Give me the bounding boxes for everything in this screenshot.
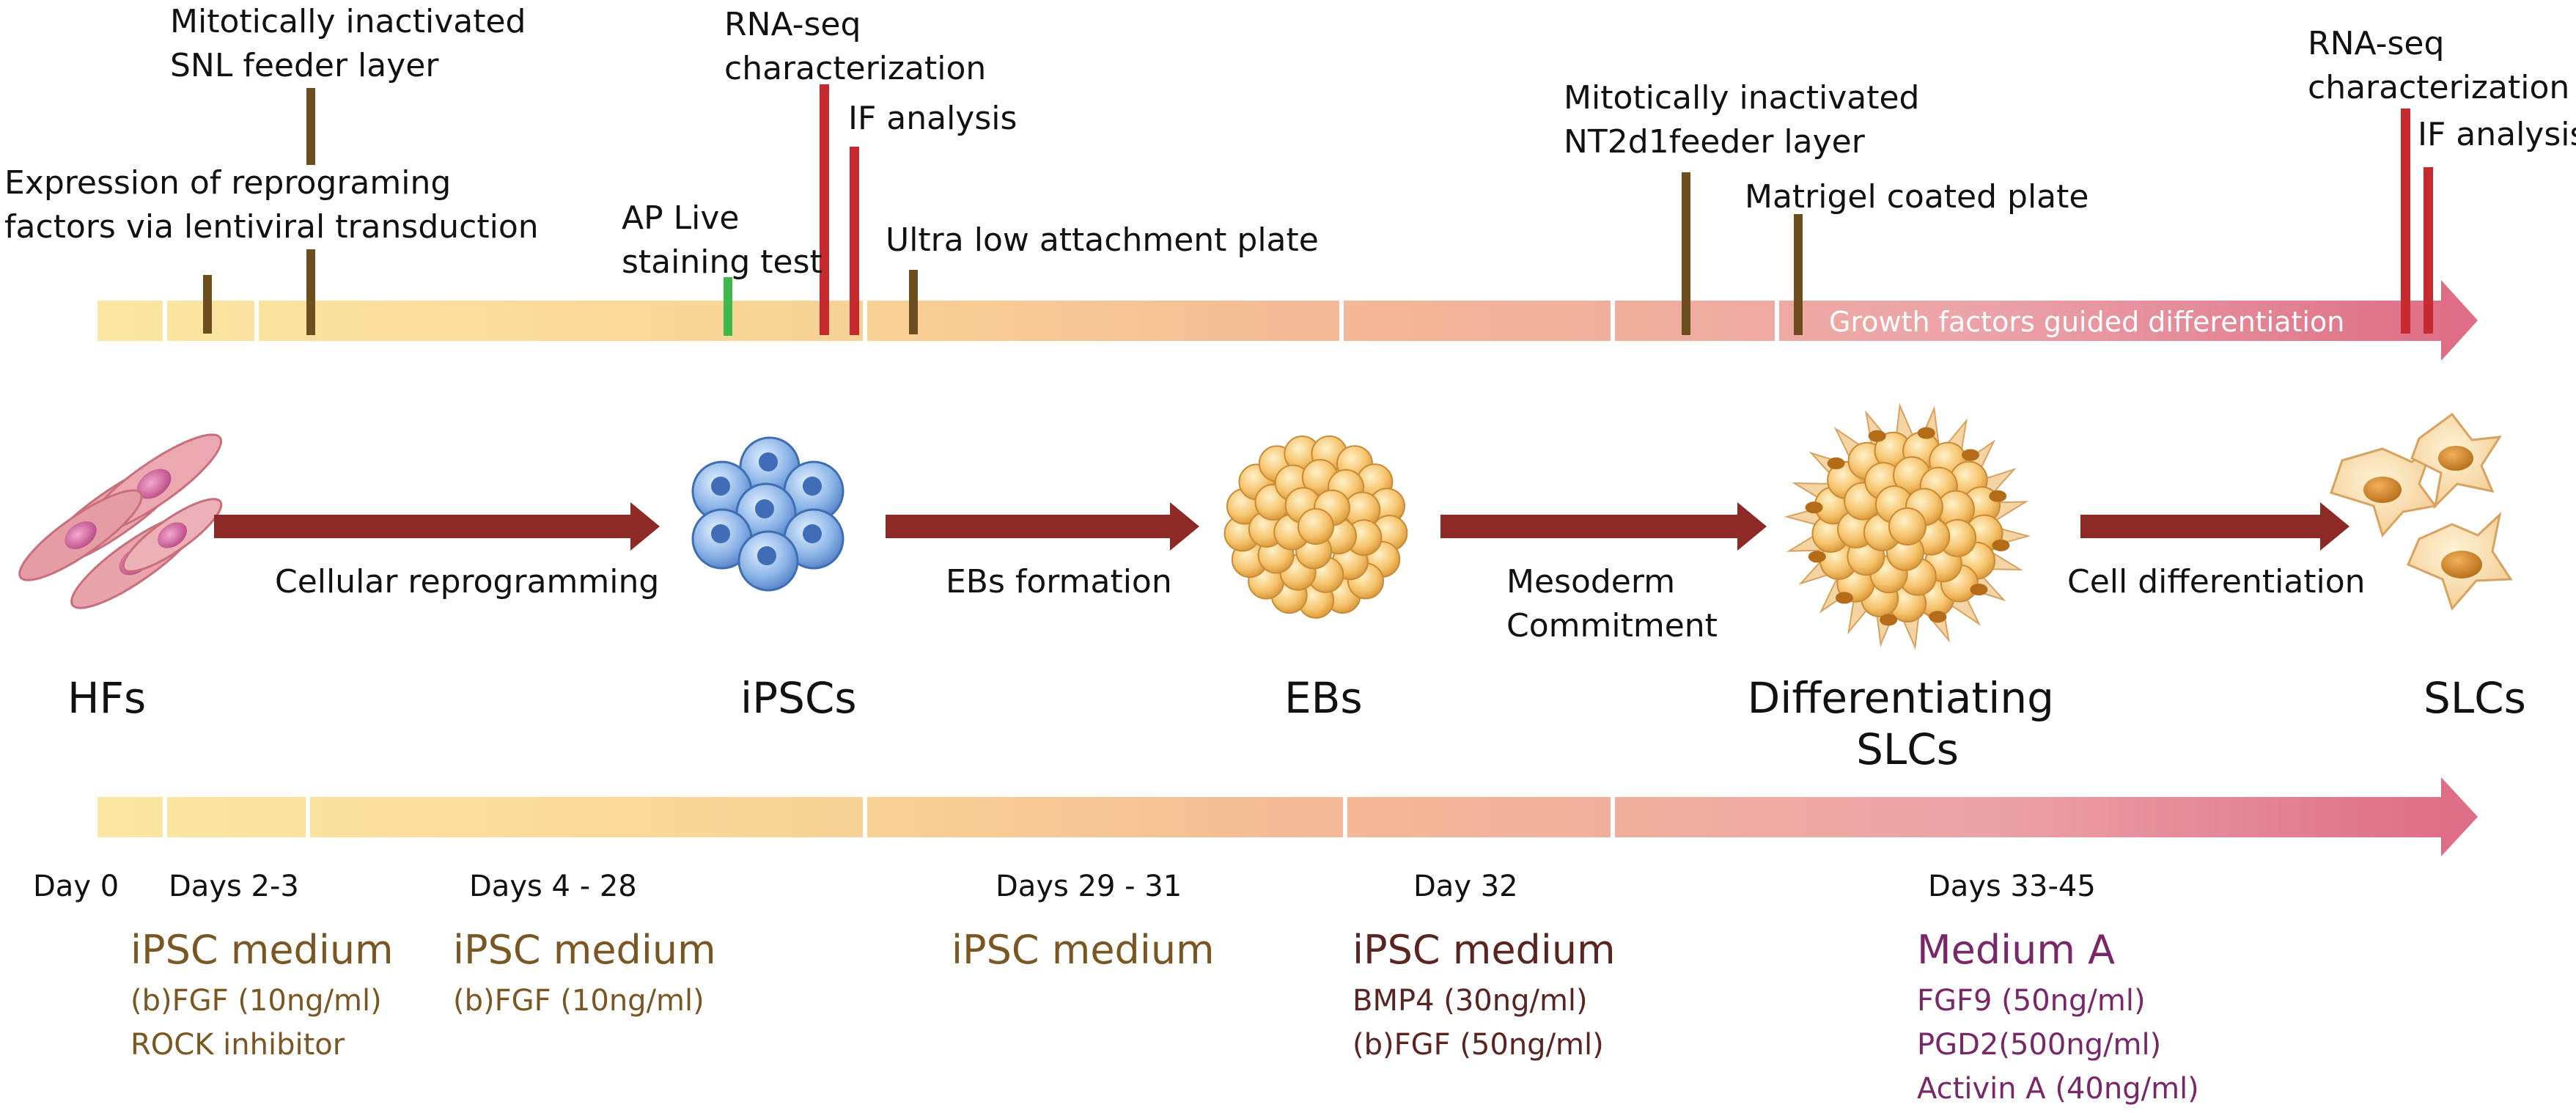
rnaseq-marker-2 [2401, 109, 2410, 334]
mesoderm-label: Mesoderm Commitment [1506, 563, 1718, 644]
medium-4: iPSC medium BMP4 (30ng/ml) (b)FGF (50ng/… [1353, 927, 1616, 1062]
cell-blob [1888, 507, 1927, 546]
stage-ebs: EBs [1284, 673, 1363, 723]
cell-nucleus [1970, 584, 1988, 596]
cell-nucleus [1929, 611, 1947, 623]
transduction-marker [203, 275, 212, 334]
nt2d1-feeder-annotation: Mitotically inactivated NT2d1feeder laye… [1564, 79, 1929, 161]
days-2-3-label: Days 2-3 [169, 870, 299, 903]
medium-5-item: Activin A (40ng/ml) [1917, 1072, 2199, 1106]
day-32-label: Day 32 [1413, 870, 1518, 903]
cell-nucleus [1917, 427, 1935, 439]
cell-nucleus [1962, 449, 1980, 461]
medium-4-item: BMP4 (30ng/ml) [1353, 984, 1588, 1018]
matrigel-annotation: Matrigel coated plate [1745, 178, 2089, 216]
matrigel-marker [1794, 214, 1803, 335]
stage-hfs: HFs [67, 673, 146, 723]
medium-3: iPSC medium [952, 927, 1215, 973]
medium-5-item: PGD2(500ng/ml) [1917, 1028, 2161, 1062]
ebs-illustration [1223, 435, 1408, 619]
days-29-31-label: Days 29 - 31 [996, 870, 1182, 903]
feeder-marker-snl-high [306, 88, 315, 165]
rnaseq-annotation-1: RNA-seq characterization [724, 6, 986, 87]
if-annotation-2: IF analysis [2418, 116, 2576, 153]
differentiation-arrow [2080, 502, 2349, 551]
medium-2-title: iPSC medium [453, 927, 716, 973]
medium-5: Medium A FGF9 (50ng/ml) PGD2(500ng/ml) A… [1917, 927, 2199, 1106]
medium-4-item: (b)FGF (50ng/ml) [1353, 1028, 1604, 1062]
slcs-cells-illustration [2330, 412, 2513, 611]
cell-nucleus [1868, 430, 1886, 442]
cell-blob [1298, 508, 1334, 545]
cell-nucleus [1808, 551, 1826, 563]
feeder-marker-nt2d1 [1682, 172, 1690, 335]
reprogramming-label: Cellular reprogramming [275, 563, 659, 600]
ebs-formation-label: EBs formation [946, 563, 1172, 600]
medium-1-item: ROCK inhibitor [130, 1028, 345, 1062]
medium-4-title: iPSC medium [1353, 927, 1616, 973]
medium-2-item: (b)FGF (10ng/ml) [453, 984, 704, 1018]
cell-nucleus [1989, 490, 2007, 502]
stage-differentiating-slcs: Differentiating SLCs [1748, 673, 2068, 774]
differentiation-label: Cell differentiation [2067, 563, 2366, 600]
medium-3-title: iPSC medium [952, 927, 1215, 973]
snl-feeder-annotation: Mitotically inactivated SNL feeder layer [170, 3, 536, 84]
reprogramming-arrow [214, 502, 660, 551]
cell-nucleus [1805, 502, 1823, 514]
mesoderm-arrow [1440, 502, 1767, 551]
medium-1: iPSC medium (b)FGF (10ng/ml) ROCK inhibi… [130, 927, 394, 1062]
feeder-marker-snl-low [306, 249, 315, 335]
differentiating-slcs-illustration [1784, 403, 2031, 650]
bottom-timeline-bar [97, 777, 2478, 856]
if-marker-1 [850, 147, 859, 335]
rnaseq-annotation-2: RNA-seq characterization [2308, 25, 2569, 106]
ultralow-marker [909, 270, 918, 334]
ap-annotation: AP Live staining test [622, 199, 823, 281]
ultralow-annotation: Ultra low attachment plate [886, 221, 1319, 259]
days-4-28-label: Days 4 - 28 [469, 870, 637, 903]
ap-marker [724, 277, 732, 336]
if-marker-2 [2424, 167, 2433, 334]
process-arrows [214, 502, 2349, 551]
ebs-formation-arrow [886, 502, 1199, 551]
growth-factors-label: Growth factors guided differentiation [1829, 306, 2344, 338]
stage-slcs: SLCs [2424, 673, 2526, 723]
medium-5-item: FGF9 (50ng/ml) [1917, 984, 2146, 1018]
cell-nucleus [1835, 592, 1853, 604]
stage-ipscs: iPSCs [740, 673, 857, 723]
timeline-markers [203, 84, 2433, 336]
cell-nucleus [1992, 539, 2010, 551]
medium-1-item: (b)FGF (10ng/ml) [130, 984, 382, 1018]
medium-2: iPSC medium (b)FGF (10ng/ml) [453, 927, 716, 1018]
if-annotation-1: IF analysis [848, 100, 1017, 137]
cell-nucleus [1827, 457, 1845, 469]
days-33-45-label: Days 33-45 [1928, 870, 2096, 903]
rnaseq-marker-1 [820, 84, 829, 335]
expression-annotation: Expression of reprograming factors via l… [4, 164, 539, 246]
hfs-cells-illustration [18, 433, 223, 609]
day-0-label: Day 0 [33, 870, 119, 903]
ipscs-cells-illustration [691, 436, 844, 592]
medium-5-title: Medium A [1917, 927, 2115, 973]
cell-nucleus [1880, 614, 1898, 626]
medium-1-title: iPSC medium [130, 927, 394, 973]
top-timeline-bar: Growth factors guided differentiation [97, 280, 2478, 361]
